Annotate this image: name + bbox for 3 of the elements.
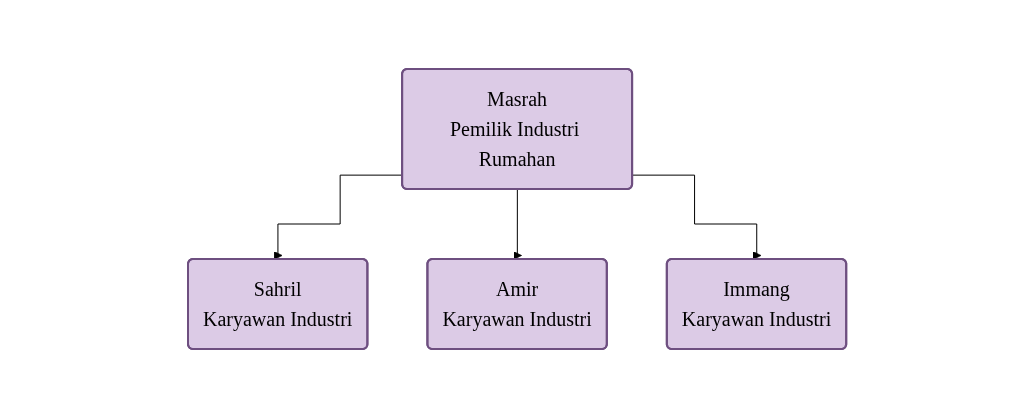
- arrow: [273, 174, 403, 260]
- arrow: [632, 174, 762, 260]
- arrow: [513, 189, 522, 260]
